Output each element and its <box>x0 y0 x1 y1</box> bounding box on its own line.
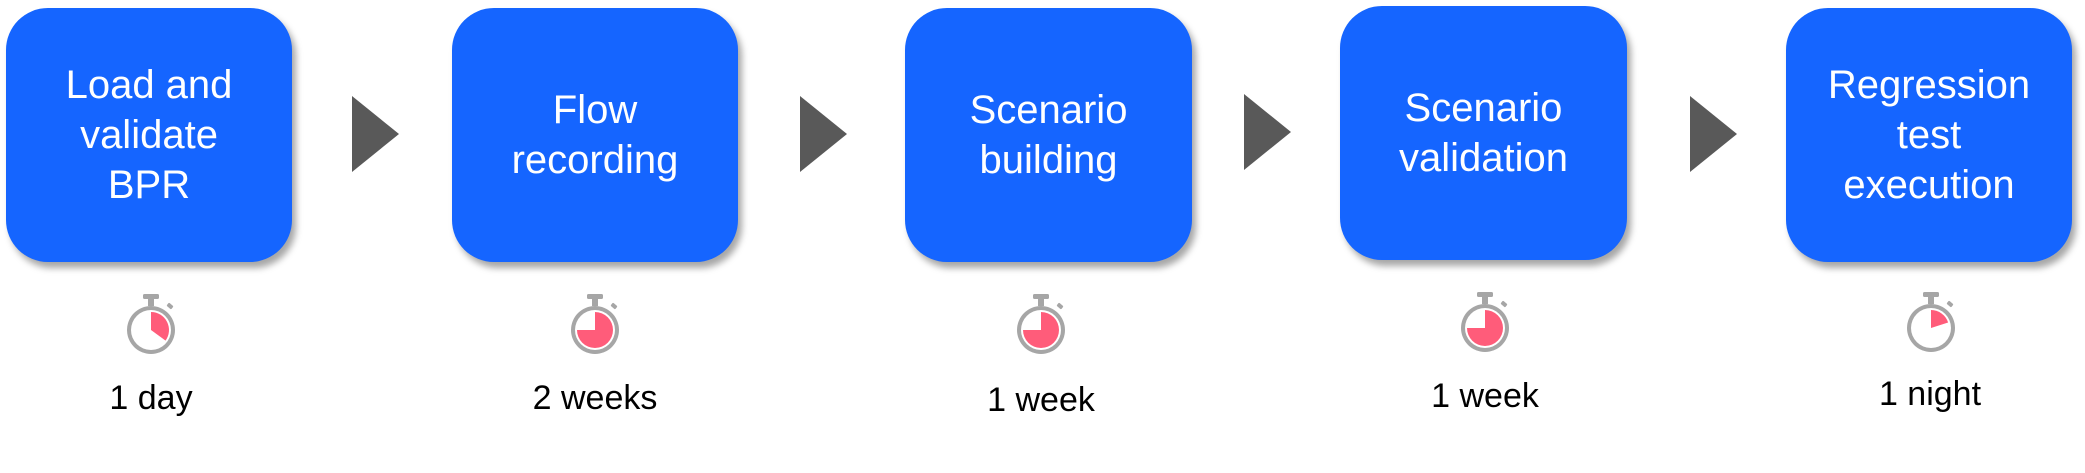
step-duration: 1 night <box>1878 375 1982 413</box>
step-label: Regression test execution <box>1827 63 2031 207</box>
step-box-flow-recording: Flow recording <box>452 8 738 262</box>
step-duration: 1 day <box>109 379 193 417</box>
stopwatch-icon <box>1461 292 1509 352</box>
step-box-regression-test-execution: Regression test execution <box>1786 8 2072 262</box>
step-label: Scenario building <box>969 88 1128 182</box>
step-box-load-validate-bpr: Load and validate BPR <box>6 8 292 262</box>
step-label: Scenario validation <box>1398 86 1568 180</box>
step-label: Flow recording <box>511 88 679 182</box>
triangle-arrow-right-icon <box>1690 96 1737 172</box>
triangle-arrow-right-icon <box>352 96 399 172</box>
stopwatch-icon <box>1017 294 1065 354</box>
stopwatch-icon <box>1907 292 1955 352</box>
step-label: Load and validate BPR <box>65 63 233 207</box>
step-duration: 1 week <box>1431 377 1539 415</box>
step-duration: 2 weeks <box>532 379 658 417</box>
triangle-arrow-right-icon <box>1244 94 1291 170</box>
stopwatch-icon <box>127 294 175 354</box>
step-box-scenario-building: Scenario building <box>905 8 1192 262</box>
step-duration: 1 week <box>987 381 1095 419</box>
triangle-arrow-right-icon <box>800 96 847 172</box>
step-box-scenario-validation: Scenario validation <box>1340 6 1627 260</box>
stopwatch-icon <box>571 294 619 354</box>
